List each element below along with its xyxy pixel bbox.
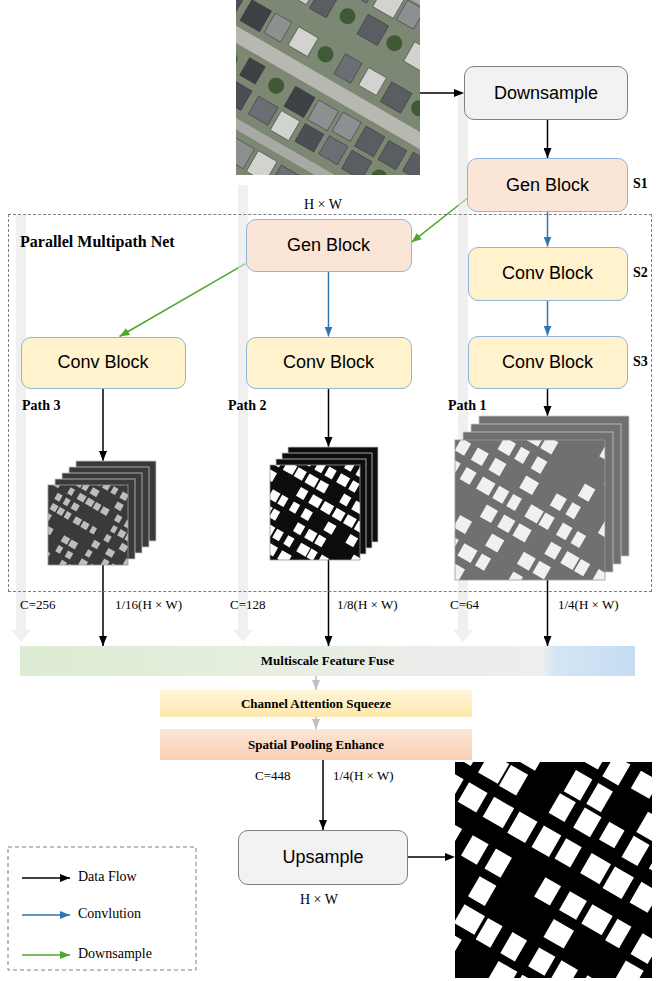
group-region: Gen BlockConv BlockConv BlockConv BlockC… <box>8 214 652 592</box>
node-label: Parallel Multipath Net <box>20 233 175 250</box>
channel-label: C=256 <box>20 597 56 613</box>
legend-sample <box>22 955 70 956</box>
path-label: Path 1 <box>448 398 487 414</box>
feature-map <box>0 416 201 640</box>
node-label: Downsample <box>494 83 598 104</box>
module-band: Spatial Pooling Enhance <box>160 729 472 760</box>
module-band: Multiscale Feature Fuse <box>20 646 635 676</box>
arrow-head <box>544 406 552 416</box>
flow-arrow <box>420 89 464 97</box>
node-label: Conv Block <box>502 263 593 284</box>
gen-block-box: Gen Block <box>467 158 628 212</box>
node-label: Multiscale Feature Fuse <box>261 653 394 669</box>
gen-block-box: Gen Block <box>246 219 412 272</box>
feature-map <box>192 385 442 637</box>
node-label: Conv Block <box>283 352 374 373</box>
flow-arrow <box>315 717 317 729</box>
process-box: Downsample <box>464 66 628 120</box>
flow-arrow <box>120 264 246 337</box>
channel-label: C=128 <box>230 597 266 613</box>
process-box: Upsample <box>238 830 408 885</box>
legend-text: Downsample <box>78 946 152 962</box>
path-label: Path 2 <box>228 398 267 414</box>
output-mask <box>455 762 652 978</box>
channel-label: C=448 <box>255 768 291 784</box>
node-label: Gen Block <box>506 175 589 196</box>
dimension-label: H × W <box>300 892 338 908</box>
flow-arrow <box>547 301 549 336</box>
legend-text: Data Flow <box>78 869 137 885</box>
node-label: Channel Attention Squeeze <box>241 696 391 712</box>
legend-sample <box>22 878 70 879</box>
flow-arrow <box>547 120 549 158</box>
flow-arrow <box>547 212 549 247</box>
background-arrow <box>11 215 31 642</box>
dimension-label: 1/16(H × W) <box>115 597 182 613</box>
channel-label: C=64 <box>450 597 479 613</box>
conv-block-box: Conv Block <box>468 336 628 389</box>
dimension-label: 1/4(H × W) <box>558 597 619 613</box>
module-band: Channel Attention Squeeze <box>160 690 472 717</box>
node-label: Gen Block <box>287 235 370 256</box>
arrow-head <box>99 451 107 461</box>
node-label: Spatial Pooling Enhance <box>248 737 384 753</box>
conv-block-box: Conv Block <box>246 337 412 389</box>
flow-arrow <box>315 676 317 690</box>
legend-sample <box>22 915 70 916</box>
dimension-label: 1/8(H × W) <box>337 597 398 613</box>
flow-arrow <box>408 853 455 861</box>
legend-frame <box>8 847 196 970</box>
legend-text: Convlution <box>78 906 141 922</box>
stage-label: S3 <box>633 354 648 370</box>
dimension-label: H × W <box>304 197 342 213</box>
dimension-label: 1/4(H × W) <box>333 768 394 784</box>
node-label: Upsample <box>282 847 363 868</box>
node-label: Conv Block <box>502 352 593 373</box>
path-label: Path 3 <box>22 398 61 414</box>
conv-block-box: Conv Block <box>468 247 628 301</box>
node-label: Conv Block <box>57 352 148 373</box>
flow-arrow <box>322 760 324 830</box>
aerial-image <box>236 0 420 175</box>
stage-label: S1 <box>633 176 648 192</box>
flow-arrow <box>328 272 330 337</box>
stage-label: S2 <box>633 265 648 281</box>
conv-block-box: Conv Block <box>21 337 186 389</box>
arrow-head <box>325 437 333 447</box>
